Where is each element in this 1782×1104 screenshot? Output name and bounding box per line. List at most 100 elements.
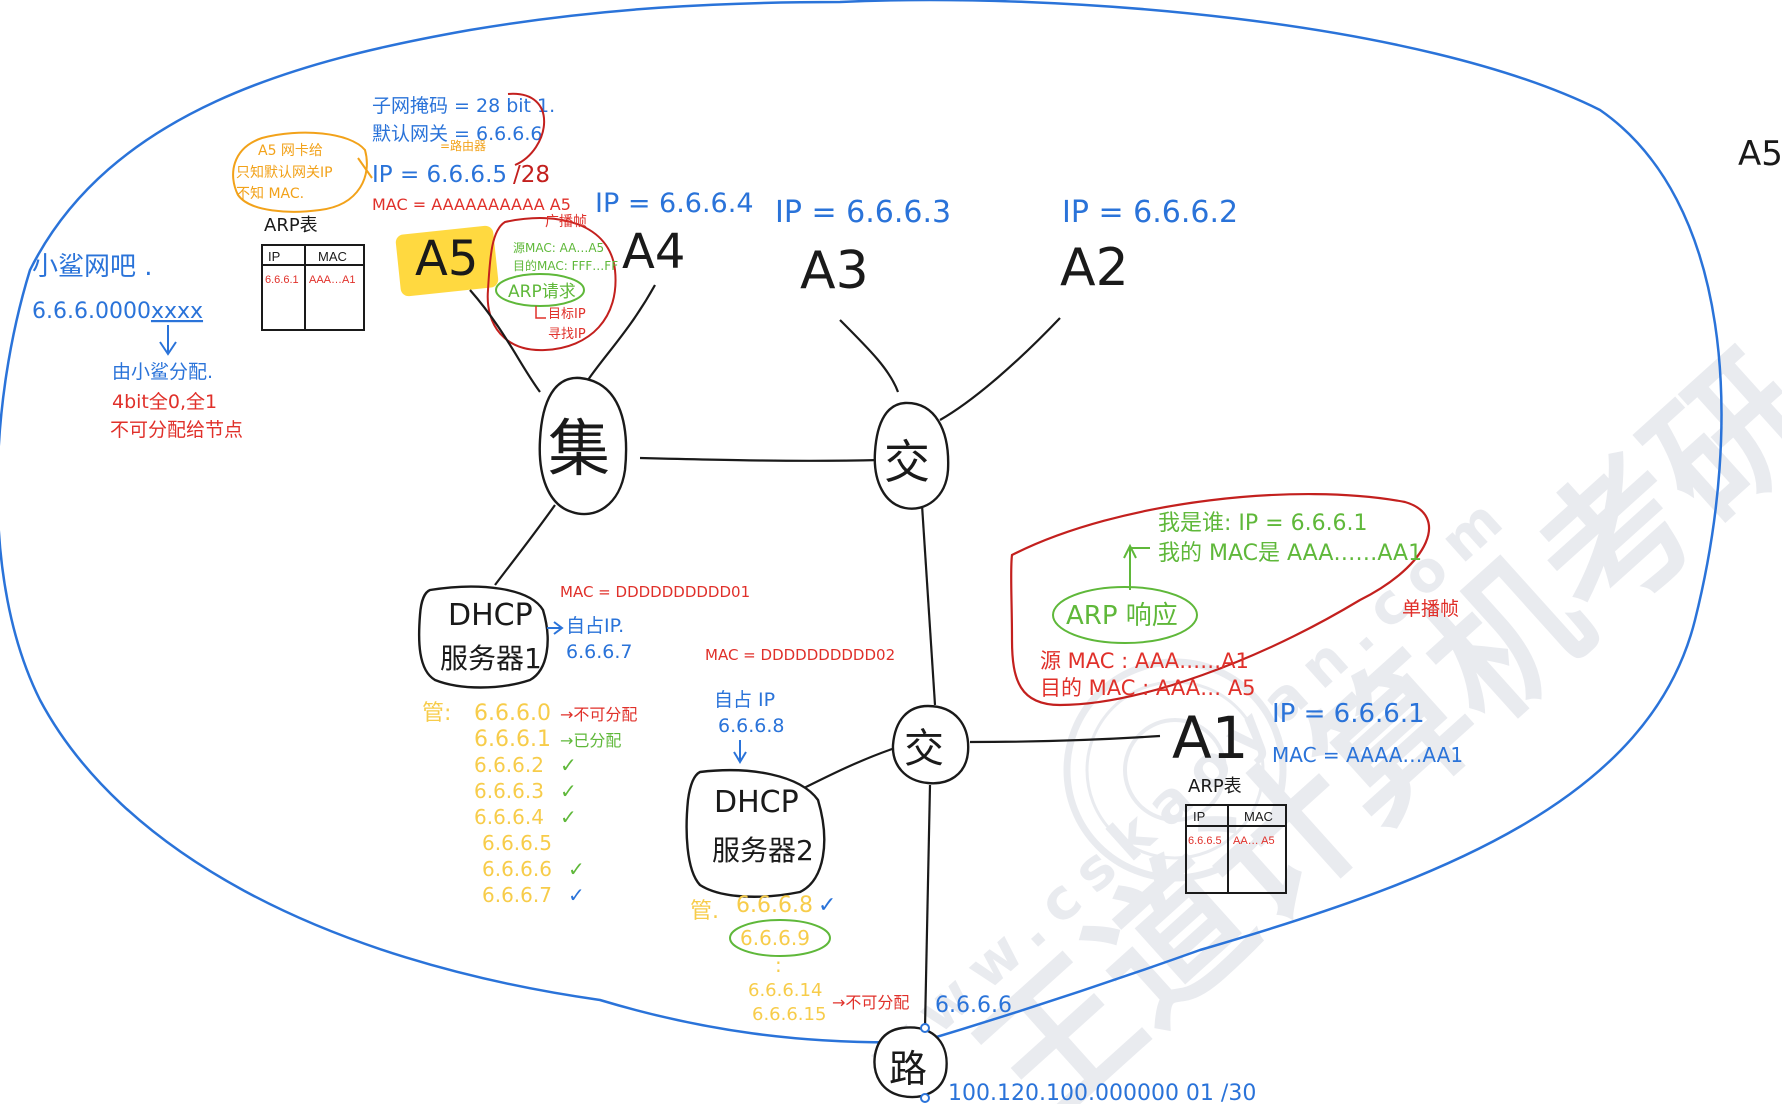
dhcp1-manage: 管: xyxy=(422,701,451,726)
link-a4-hub xyxy=(587,284,656,381)
dhcp1-pool-note: →不可分配 xyxy=(560,705,637,724)
link-hub-switch1 xyxy=(639,456,881,462)
router-label: 路 xyxy=(889,1047,927,1091)
watermark-seal xyxy=(1063,658,1287,882)
a5-arp-head-ip: IP xyxy=(268,249,280,264)
dhcp2-pool-2-ring xyxy=(729,919,831,957)
arp-reply-bubble xyxy=(1010,493,1431,707)
hub: 集 xyxy=(538,376,628,516)
dhcp1-pool-note: ✓ xyxy=(560,753,577,777)
network-label: 小鲨网吧 . xyxy=(32,252,153,282)
a5-note-2: 只知默认网关IP xyxy=(236,164,333,181)
network-arrow xyxy=(159,325,177,356)
a1-label: A1 xyxy=(1172,704,1249,772)
arp-reply-arrow xyxy=(1123,543,1150,590)
link-switch2-router xyxy=(923,784,932,1029)
dhcp1-self-ip-1: 自占IP. xyxy=(566,615,624,637)
dhcp-server-2-line2: 服务器2 xyxy=(712,834,814,867)
a5-arp-head-mac: MAC xyxy=(318,249,347,264)
network-host-bits: xxxx xyxy=(151,299,203,324)
arp-reply-who-2: 我的 MAC是 AAA……AA1 xyxy=(1158,541,1422,566)
dhcp-server-1: DHCP 服务器1 xyxy=(417,585,549,689)
link-switch2-a1 xyxy=(969,734,1161,744)
router-port-wan xyxy=(920,1093,930,1103)
dhcp1-pool-ip: 6.6.6.6 xyxy=(482,857,552,881)
dhcp2-dots: : xyxy=(775,953,782,977)
network-links xyxy=(469,284,1161,1029)
dhcp-server-1-shape xyxy=(417,585,549,689)
arp-request-target-2: 寻找IP xyxy=(548,327,586,342)
switch-2-label: 交 xyxy=(904,726,944,772)
link-a5-hub xyxy=(469,289,541,393)
arp-reply-dst-mac: 目的 MAC : AAA… A5 xyxy=(1040,676,1256,700)
switch-2: 交 xyxy=(891,704,970,785)
dhcp2-self-ip-1: 自占 IP xyxy=(714,689,775,711)
dhcp2-self-ip-arrow xyxy=(733,740,747,764)
a5-gateway: 默认网关 = 6.6.6.6 xyxy=(372,123,542,145)
dhcp1-pool-ip: 6.6.6.3 xyxy=(474,779,544,803)
a5-prefix-arrow xyxy=(507,92,546,166)
a5-note-bubble xyxy=(232,131,368,213)
dhcp-server-1-line1: DHCP xyxy=(448,598,533,633)
arp-request-target-1: 目标IP xyxy=(548,307,586,322)
link-a2-switch1 xyxy=(939,317,1061,421)
link-switch1-switch2 xyxy=(920,504,937,706)
a5-prefix: /28 xyxy=(513,162,550,188)
dhcp1-pool-note: ✓ xyxy=(560,805,577,829)
a4-label: A4 xyxy=(622,224,685,280)
arp-reply-who-1: 我是谁: IP = 6.6.6.1 xyxy=(1158,511,1368,536)
a1-arp-row-ip: 6.6.6.5 xyxy=(1188,835,1222,847)
network-address-prefix: 6.6.6.0000 xyxy=(32,299,151,324)
router-wan: 100.120.100.000000 01 /30 xyxy=(948,1081,1256,1104)
dhcp-server-2: DHCP 服务器2 xyxy=(685,769,826,898)
network-note-1: 由小鲨分配. xyxy=(112,361,213,383)
dhcp1-pool-ip: 6.6.6.4 xyxy=(474,805,544,829)
dhcp1-pool-note: ✓ xyxy=(560,779,577,803)
a5-note-3: 不知 MAC. xyxy=(236,185,304,202)
network-boundary xyxy=(0,0,1723,1044)
a4-ip: IP = 6.6.6.4 xyxy=(595,188,754,219)
dhcp2-pool-2: 6.6.6.9 xyxy=(740,926,810,950)
dhcp1-pool-ip: 6.6.6.7 xyxy=(482,883,552,907)
dhcp-server-1-line2: 服务器1 xyxy=(440,642,542,675)
dhcp2-pool-1: 6.6.6.8 xyxy=(736,893,813,918)
dhcp2-pool-3: 6.6.6.14 xyxy=(748,980,822,1001)
dhcp1-pool: 6.6.6.0→不可分配6.6.6.1→已分配6.6.6.2✓6.6.6.3✓6… xyxy=(474,701,637,907)
dhcp2-mac: MAC = DDDDDDDDDD02 xyxy=(705,646,895,664)
a5-mac: MAC = AAAAAAAAAA A5 xyxy=(372,195,571,214)
corner-label: A5 xyxy=(1738,134,1782,174)
link-a3-switch1 xyxy=(839,319,900,393)
a5-arp-row-ip: 6.6.6.1 xyxy=(265,274,299,286)
dhcp1-pool-note: ✓ xyxy=(568,883,585,907)
a5-note-1: A5 网卡给 xyxy=(258,143,323,159)
network-address: 6.6.6.0000xxxx xyxy=(32,299,203,324)
a5-arp-row-mac: AAA…A1 xyxy=(309,274,355,286)
a2-label: A2 xyxy=(1060,238,1129,298)
arp-reply-unicast: 单播帧 xyxy=(1402,598,1459,620)
arp-request-title: ARP请求 xyxy=(508,282,576,302)
arp-reply-title: ARP 响应 xyxy=(1066,601,1178,631)
router-ip: 6.6.6.6 xyxy=(935,993,1012,1018)
arp-request-title-ring xyxy=(495,273,585,307)
a3-ip: IP = 6.6.6.3 xyxy=(775,195,951,230)
arp-request-src-mac: 源MAC: AA…A5 xyxy=(513,241,604,255)
a1-arp-head-ip: IP xyxy=(1193,809,1205,824)
a5-arp-table: IP MAC 6.6.6.1 AAA…A1 xyxy=(261,244,365,331)
arp-reply-src-mac: 源 MAC : AAA……A1 xyxy=(1040,649,1249,673)
a5-ip-value: IP = 6.6.6.5 xyxy=(372,162,507,188)
switch-1-shape xyxy=(873,401,950,510)
a5-arp-title: ARP表 xyxy=(264,215,318,236)
arp-reply-title-ring xyxy=(1052,586,1198,644)
a5-highlight xyxy=(395,225,499,297)
dhcp2-manage: 管. xyxy=(690,899,719,924)
dhcp1-self-ip-2: 6.6.6.7 xyxy=(566,641,632,663)
a1-mac: MAC = AAAA…AA1 xyxy=(1272,743,1463,767)
arp-request-dst-mac: 目的MAC: FFF…FF xyxy=(513,258,618,273)
a1-arp-head-mac: MAC xyxy=(1244,809,1273,824)
a1-arp-title: ARP表 xyxy=(1188,776,1242,797)
dhcp-server-2-shape xyxy=(685,769,826,898)
switch-1: 交 xyxy=(873,401,950,510)
dhcp1-pool-ip: 6.6.6.5 xyxy=(482,831,552,855)
network-note-3: 不可分配给节点 xyxy=(110,419,243,441)
